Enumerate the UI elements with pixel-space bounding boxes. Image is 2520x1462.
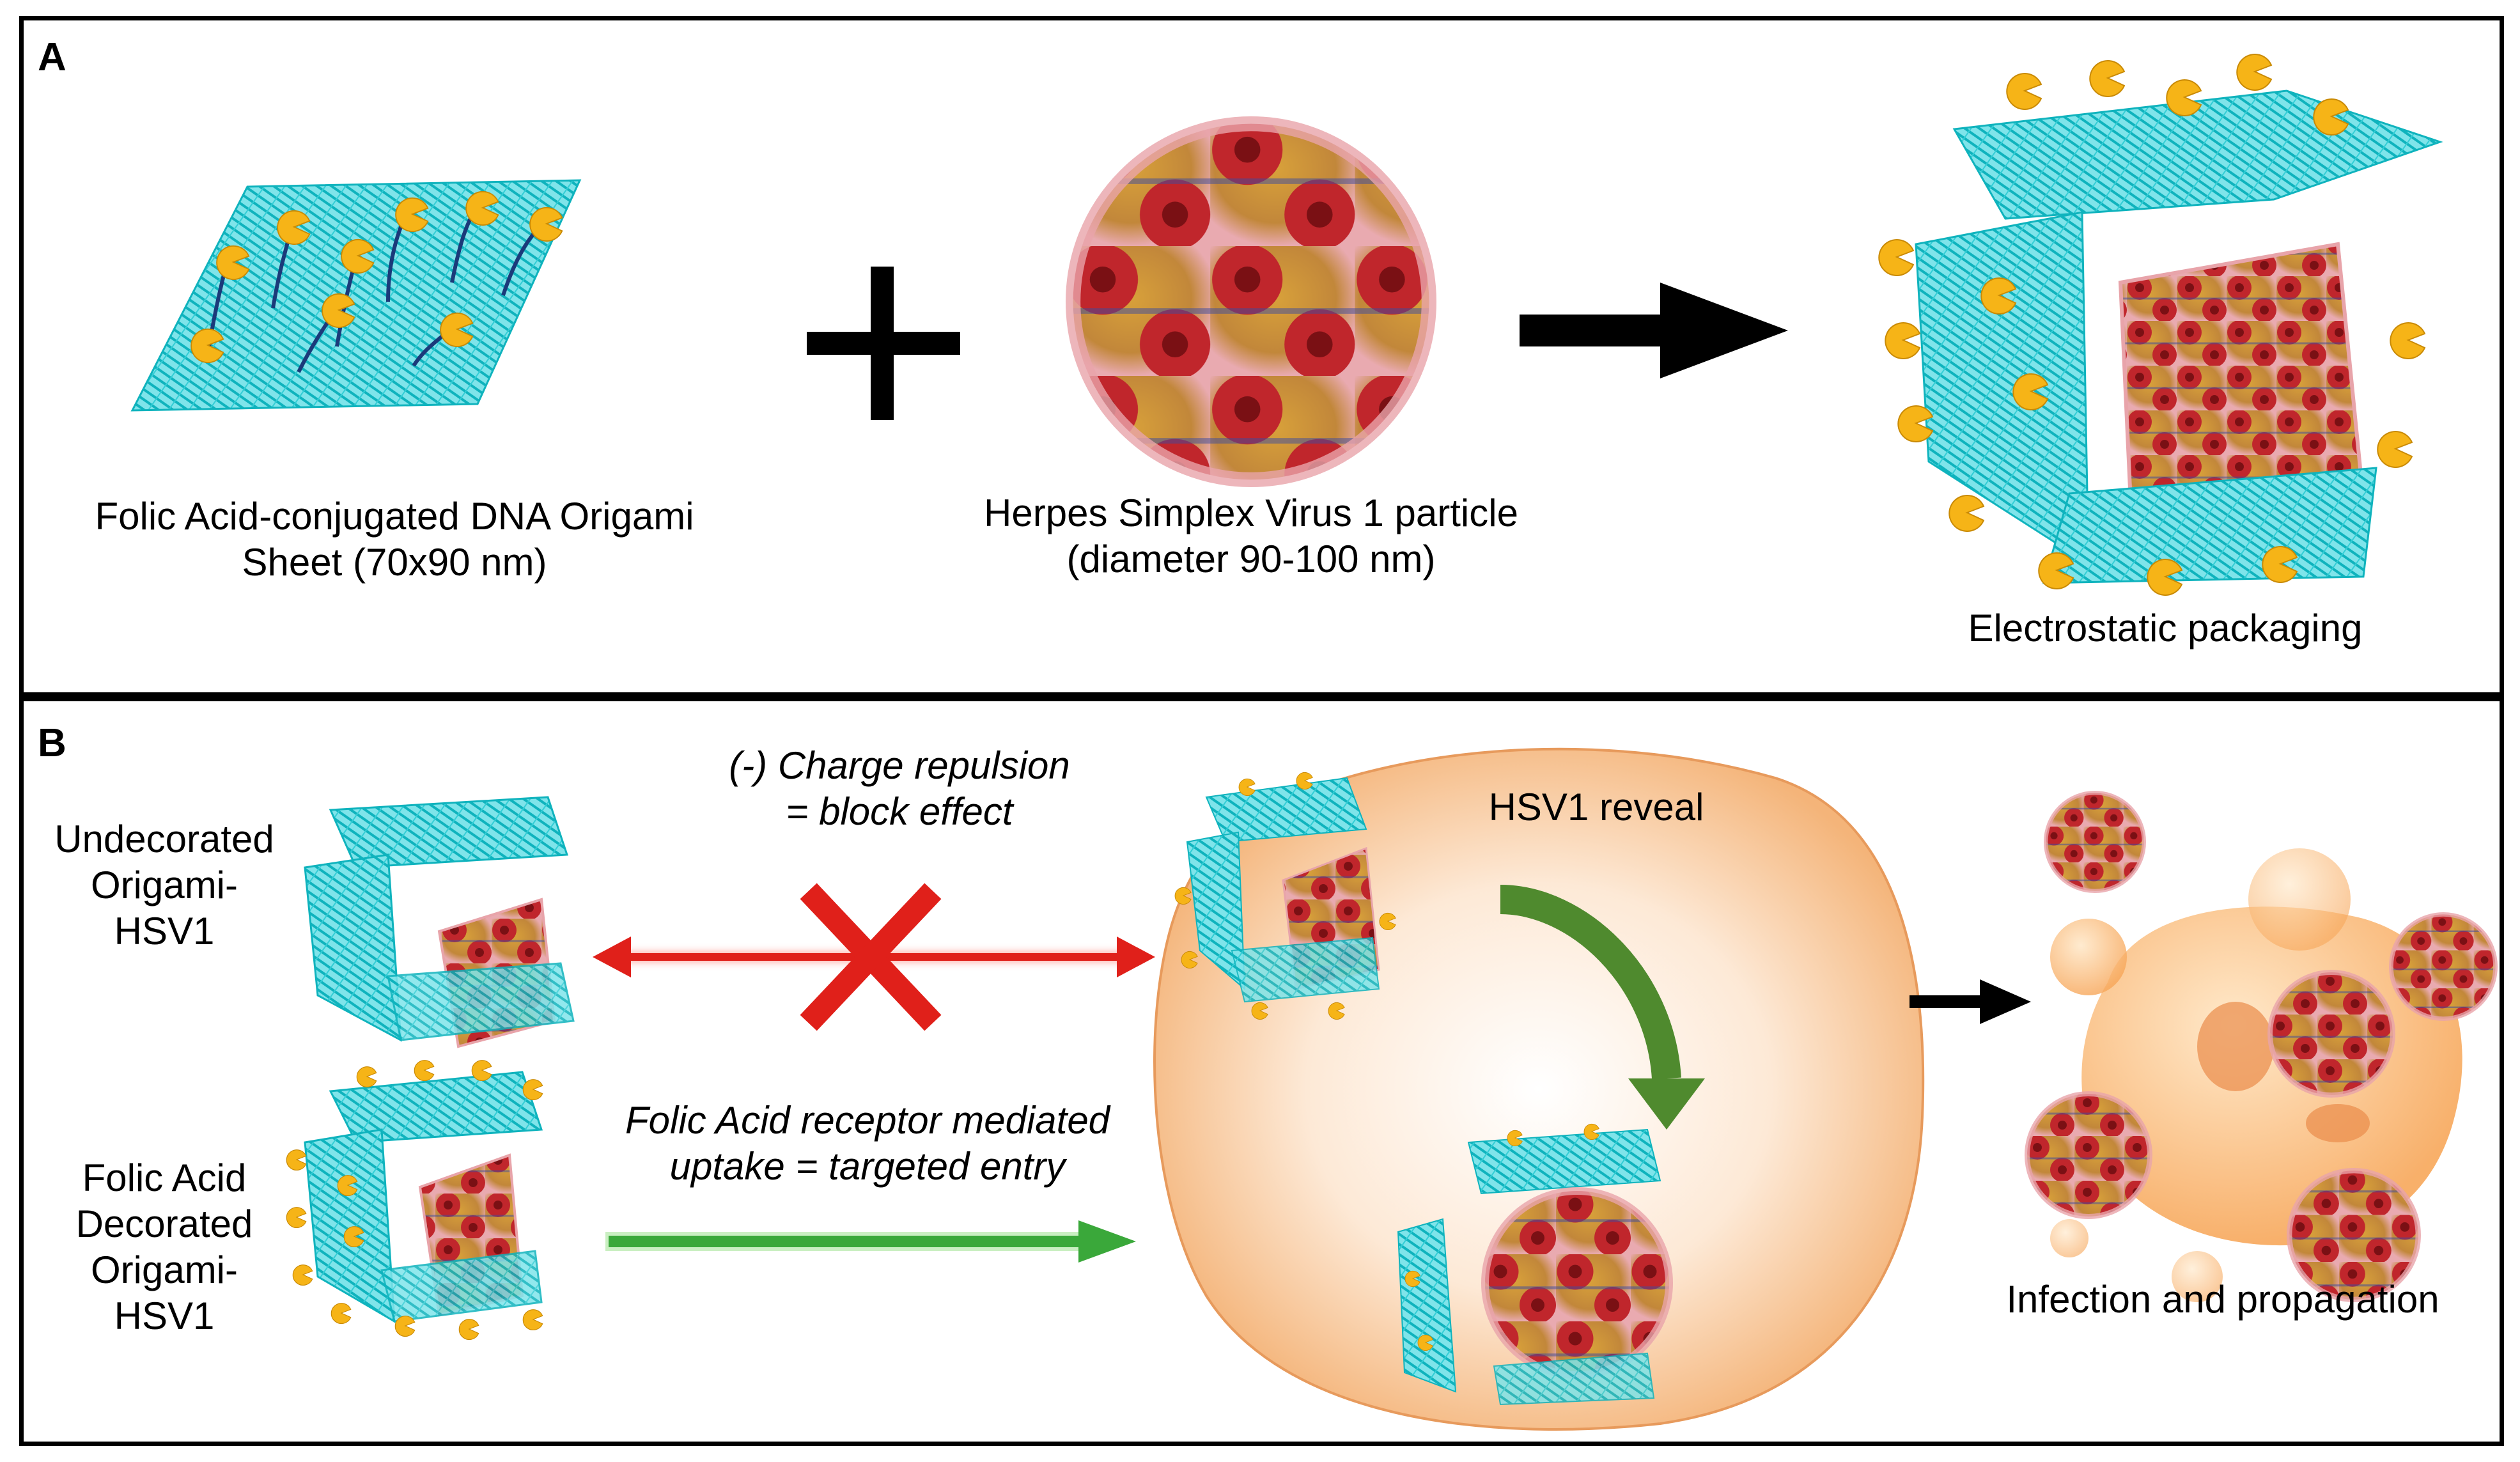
- undecorated-origami-hsv1-image: [304, 796, 575, 1048]
- packaged-origami-hsv1-image: [1878, 54, 2443, 596]
- decorated-line4: HSV1: [114, 1295, 215, 1337]
- decorated-line1: Folic Acid: [82, 1156, 247, 1199]
- repulsion-caption: (-) Charge repulsion = block effect: [637, 743, 1162, 835]
- arrow-right-icon: [1520, 283, 1788, 378]
- reveal-label: HSV1 reveal: [1488, 786, 1704, 828]
- plus-icon: [807, 267, 960, 420]
- undecorated-line3: HSV1: [114, 910, 215, 953]
- packaged-complex-in-cell: [1174, 772, 1396, 1020]
- decorated-line3: Origami-: [90, 1248, 238, 1291]
- infection-caption: Infection and propagation: [2006, 1278, 2439, 1321]
- host-cell-image: [1153, 747, 1925, 1431]
- decorated-caption: Folic Acid Decorated Origami- HSV1: [30, 1155, 299, 1339]
- sheet-caption-line1: Folic Acid-conjugated DNA Origami: [95, 495, 694, 538]
- panel-a: A Folic Acid-conjugated DNA Origami Shee…: [19, 16, 2504, 697]
- targeted-entry-arrow: [605, 1220, 1136, 1263]
- uptake-caption: Folic Acid receptor mediated uptake = ta…: [561, 1098, 1174, 1190]
- reveal-arrow-icon: [1628, 1078, 1705, 1130]
- sheet-caption: Folic Acid-conjugated DNA Origami Sheet …: [56, 494, 733, 586]
- decorated-line2: Decorated: [75, 1202, 253, 1245]
- revealed-hsv1-in-cell: [1397, 1123, 1669, 1406]
- panel-b-label: B: [38, 721, 66, 765]
- repulsion-line1: (-) Charge repulsion: [729, 744, 1070, 787]
- panel-a-label: A: [38, 35, 66, 79]
- dna-origami-sheet-image: [130, 179, 582, 412]
- undecorated-line1: Undecorated: [54, 818, 274, 860]
- panel-b: B Undecorated Origami- HSV1 Folic Acid D…: [19, 697, 2504, 1446]
- packaging-caption: Electrostatic packaging: [1968, 607, 2363, 649]
- undecorated-line2: Origami-: [90, 864, 238, 906]
- small-arrow-right-icon: [1909, 979, 2031, 1024]
- undecorated-caption: Undecorated Origami- HSV1: [30, 816, 299, 954]
- virus-caption-line1: Herpes Simplex Virus 1 particle: [984, 492, 1518, 534]
- blocked-double-arrow: [593, 883, 1155, 1031]
- uptake-line1: Folic Acid receptor mediated: [625, 1099, 1110, 1142]
- block-x-icon: [800, 883, 942, 1031]
- infected-cell-image: [2031, 791, 2498, 1302]
- virus-caption-line2: (diameter 90-100 nm): [1066, 538, 1436, 580]
- virus-caption: Herpes Simplex Virus 1 particle (diamete…: [899, 490, 1603, 582]
- hsv1-particle-image: [1066, 116, 1436, 487]
- sheet-caption-line2: Sheet (70x90 nm): [242, 541, 547, 584]
- decorated-origami-hsv1-image: [286, 1060, 543, 1340]
- repulsion-line2: = block effect: [786, 790, 1013, 833]
- uptake-line2: uptake = targeted entry: [669, 1145, 1066, 1188]
